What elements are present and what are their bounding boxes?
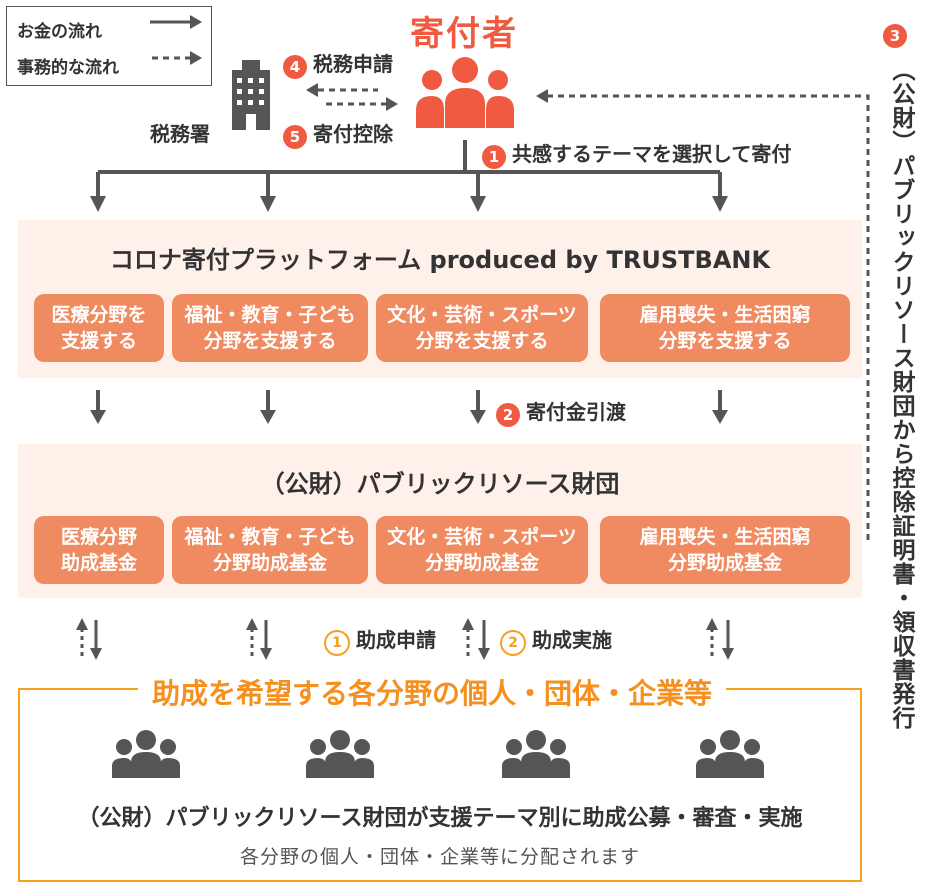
recipients-title: 助成を希望する各分野の個人・団体・企業等 <box>138 672 727 712</box>
step-4-number: 4 <box>283 54 307 79</box>
donation-branch-arrows <box>96 140 722 198</box>
step-2-label: 寄付金引渡 <box>526 400 626 424</box>
platform-box-culture: 文化・芸術・スポーツ 分野を支援する <box>376 294 588 362</box>
foundation-panel: （公財）パブリックリソース財団 医療分野 助成基金 福祉・教育・子ども 分野助成… <box>18 444 862 598</box>
step-1-label: 共感するテーマを選択して寄付 <box>512 142 792 166</box>
foundation-title: （公財）パブリックリソース財団 <box>260 470 620 498</box>
grant-implement-label: 助成実施 <box>532 628 612 652</box>
grant-implement-number: 2 <box>500 629 526 656</box>
tax-office-label: 税務署 <box>150 122 210 146</box>
platform-title: コロナ寄付プラットフォーム produced by TRUSTBANK <box>109 246 771 274</box>
step-3-number: 3 <box>883 24 907 48</box>
foundation-box-welfare: 福祉・教育・子ども 分野助成基金 <box>172 516 368 584</box>
legend-money-flow-label: お金の流れ <box>17 22 102 42</box>
grant-apply-label: 助成申請 <box>356 628 436 652</box>
foundation-box-employment: 雇用喪失・生活困窮 分野助成基金 <box>600 516 850 584</box>
legend-admin-arrow <box>152 51 202 65</box>
step-2-number: 2 <box>496 402 520 427</box>
platform-box-employment: 雇用喪失・生活困窮 分野を支援する <box>600 294 850 362</box>
recipient-people-icon-4 <box>696 730 764 778</box>
step-5-number: 5 <box>283 124 307 149</box>
recipient-people-icon-2 <box>306 730 374 778</box>
foundation-box-medical: 医療分野 助成基金 <box>34 516 164 584</box>
building-icon <box>232 60 270 130</box>
step-1-number: 1 <box>482 144 506 169</box>
step-5-label: 寄付控除 <box>313 122 393 146</box>
recipient-people-icon-3 <box>502 730 570 778</box>
certificate-arrow <box>536 89 870 540</box>
grant-arrows <box>76 618 734 660</box>
foundation-box-culture: 文化・芸術・スポーツ 分野助成基金 <box>376 516 588 584</box>
donor-title: 寄付者 <box>410 14 518 54</box>
grant-apply-number: 1 <box>324 629 350 656</box>
legend: お金の流れ 事務的な流れ <box>6 6 212 86</box>
tax-apply-arrow <box>306 83 378 97</box>
platform-box-medical: 医療分野を 支援する <box>34 294 164 362</box>
platform-panel: コロナ寄付プラットフォーム produced by TRUSTBANK 医療分野… <box>18 220 862 378</box>
step-3-number-wrap: 3 <box>883 24 913 48</box>
platform-box-welfare: 福祉・教育・子ども 分野を支援する <box>172 294 368 362</box>
transfer-arrowheads <box>90 410 728 424</box>
donation-arrowheads <box>90 196 728 212</box>
legend-admin-flow-label: 事務的な流れ <box>17 58 119 78</box>
recipient-people-icon-1 <box>112 730 180 778</box>
legend-money-arrow <box>150 15 202 29</box>
donor-people-icon <box>416 57 514 128</box>
transfer-arrows <box>96 390 722 412</box>
step-4-label: 税務申請 <box>313 52 393 76</box>
tax-deduction-arrow <box>326 97 398 111</box>
recipients-description: （公財）パブリックリソース財団が支援テーマ別に助成公募・審査・実施 <box>77 806 803 831</box>
recipients-subtext: 各分野の個人・団体・企業等に分配されます <box>239 846 640 868</box>
step-3-label: （公財）パブリックリソース財団から控除証明書・領収書発行 <box>888 58 914 730</box>
